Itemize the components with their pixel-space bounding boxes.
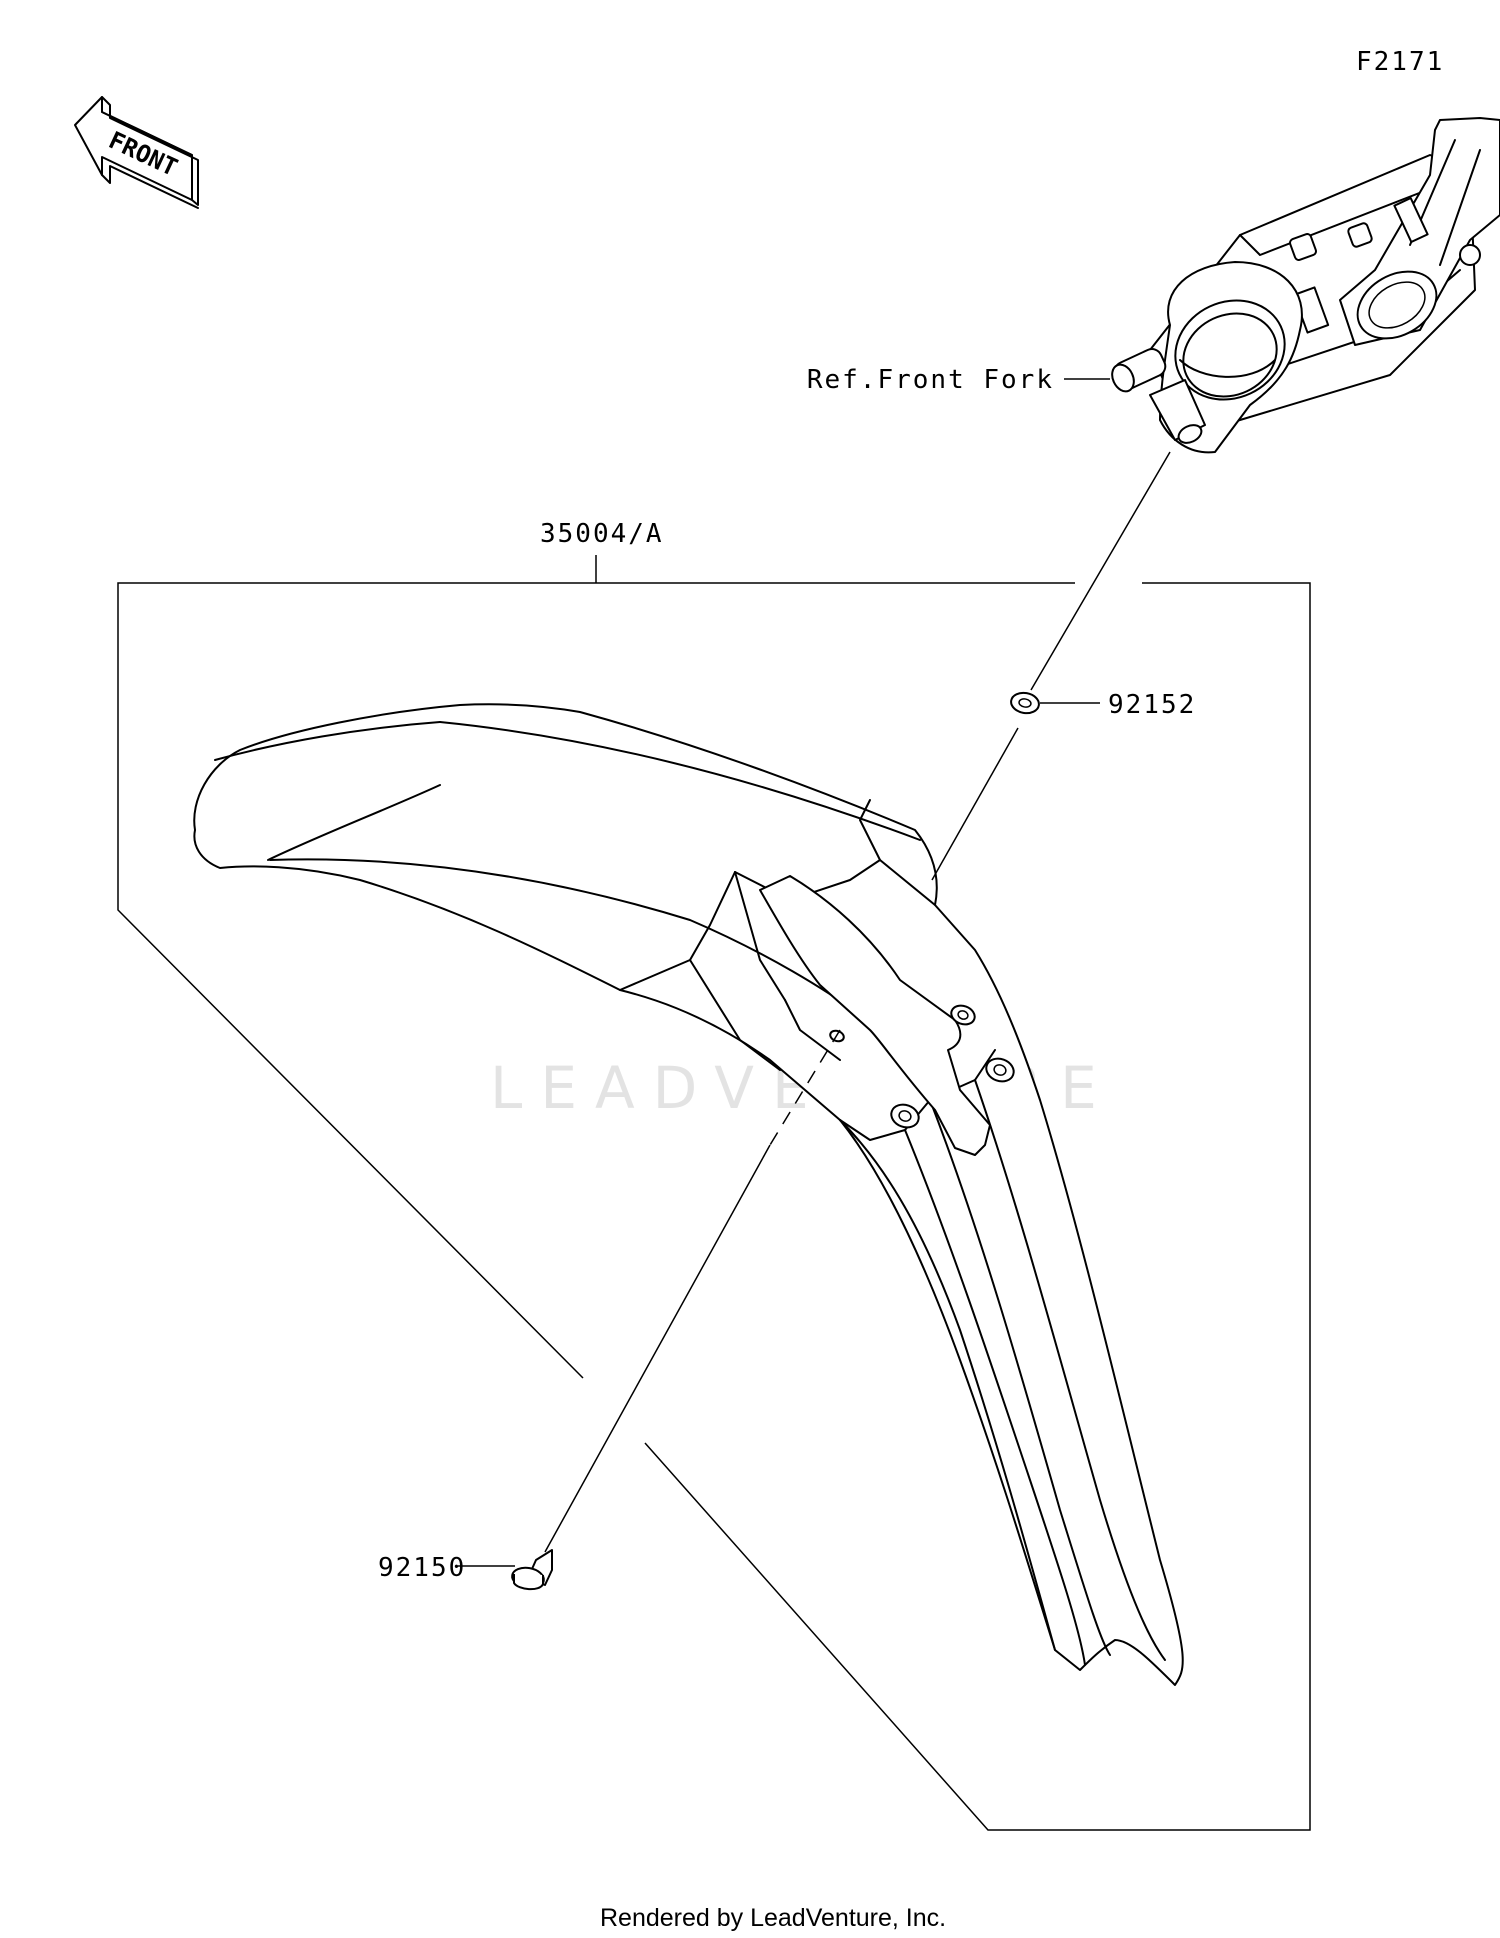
footer-credit: Rendered by LeadVenture, Inc. [600,1904,946,1932]
assembly-lines [544,451,1171,1553]
washer-92152 [1010,691,1040,715]
fender-part-label: 35004/A [540,519,664,549]
front-fork-clamp [1111,117,1500,454]
fender-assembly-bracket [117,555,1311,1831]
bolt-92150 [511,1549,553,1591]
front-fender [193,703,1184,1686]
front-arrow-icon: FRONT [74,96,199,209]
bolt-part-label: 92150 [378,1553,466,1583]
front-fork-ref-label: Ref.Front Fork [807,365,1054,395]
washer-part-label: 92152 [1108,690,1196,720]
diagram-code: F2171 [1356,47,1444,77]
